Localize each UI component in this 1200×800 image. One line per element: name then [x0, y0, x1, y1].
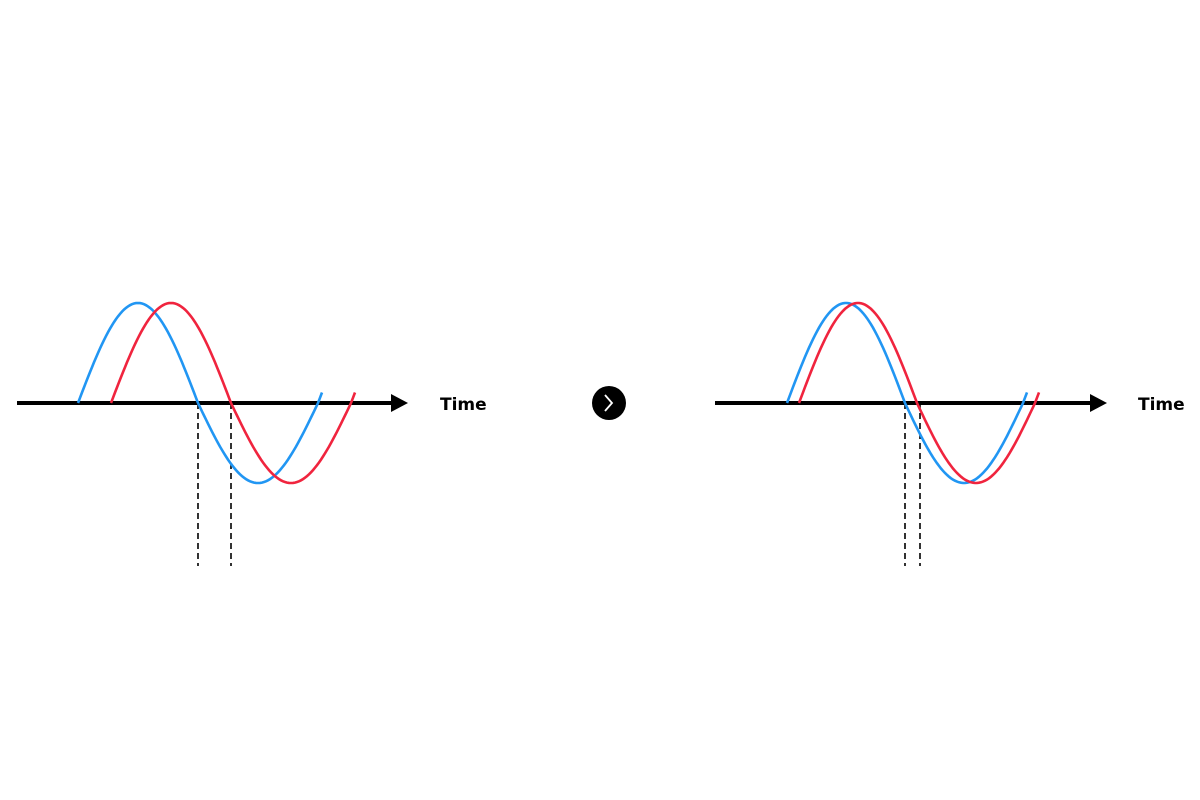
wave-blue: [76, 301, 324, 485]
axis-arrowhead: [391, 394, 408, 412]
time-axis-label: Time: [440, 395, 487, 415]
chevron-right-icon: [604, 394, 614, 412]
axis-arrowhead: [1090, 394, 1107, 412]
next-button[interactable]: [592, 386, 626, 420]
wave-red: [797, 301, 1041, 485]
left-panel: Time: [17, 301, 487, 566]
time-axis-label: Time: [1138, 395, 1185, 415]
right-panel: Time: [715, 301, 1185, 566]
wave-red: [109, 301, 357, 485]
wave-blue: [785, 301, 1029, 485]
